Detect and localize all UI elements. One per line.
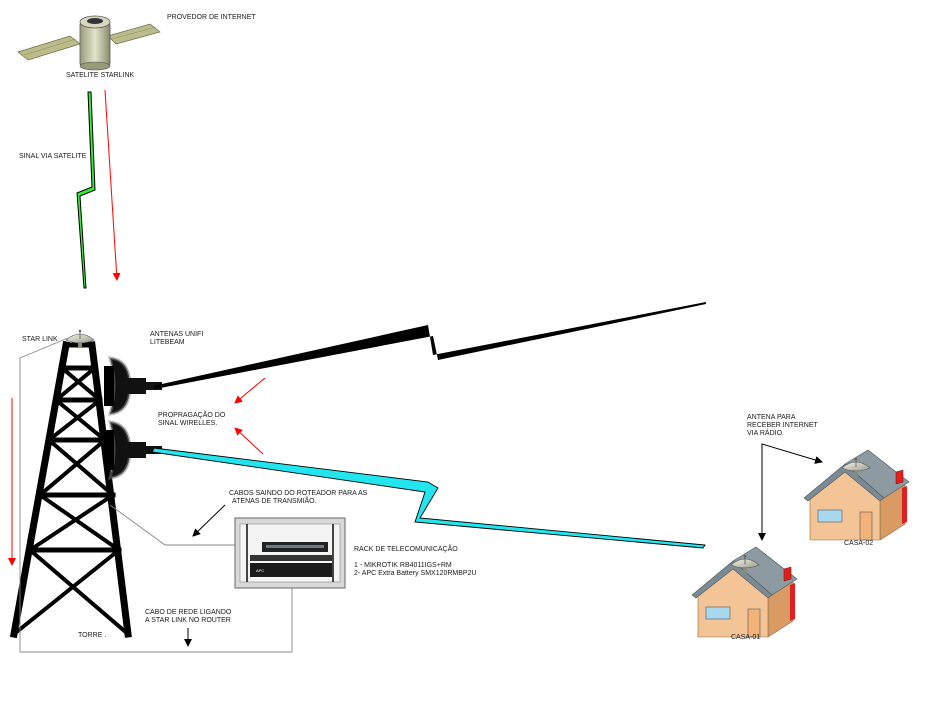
satellite-label: SATELITE STARLINK: [66, 72, 135, 79]
uplink-arrow: [104, 89, 121, 281]
network-cable-label-line1: CABO DE REDE LIGANDO: [145, 609, 232, 616]
antennas-label: ANTENAS UNIFI LITEBEAM: [150, 331, 203, 347]
rack-icon: APC: [234, 517, 346, 589]
receive-antenna-label-line2: RECEBER INTERNET: [747, 422, 818, 429]
network-cables: [19, 337, 293, 653]
antennas-label-line2: LITEBEAM: [150, 339, 185, 346]
rack-item-1: 1 - MIKROTIK RB4011IGS+RM: [354, 562, 452, 569]
starlink-label: STAR LINK: [22, 336, 58, 343]
wireless-link-black: [153, 302, 706, 389]
tower-label: TORRE .: [78, 632, 107, 639]
propagation-label-line2: SINAL WIRELLES.: [158, 420, 218, 427]
rack-items-label: 1 - MIKROTIK RB4011IGS+RM 2- APC Extra B…: [354, 562, 477, 578]
receive-antenna-label-line3: VIA RÁDIO.: [747, 430, 784, 437]
signal-label: SINAL VIA SATELITE: [19, 153, 87, 160]
cables-label: CABOS SAINDO DO ROTEADOR PARA AS ATENAS …: [229, 490, 367, 506]
tower-icon: [9, 340, 132, 639]
receive-antenna-label-line1: ANTENA PARA: [747, 414, 796, 421]
propagation-arrow-down: [234, 427, 264, 455]
cables-arrow: [192, 504, 226, 537]
rack-title-label: RACK DE TELECOMUNICAÇÃO: [354, 546, 458, 553]
network-cable-label-line2: A STAR LINK NO ROUTER: [145, 617, 231, 624]
cables-label-line1: CABOS SAINDO DO ROTEADOR PARA AS: [229, 490, 368, 497]
antennas-label-line1: ANTENAS UNIFI: [150, 331, 204, 338]
satellite-signal-link: [76, 91, 96, 289]
propagation-label: PROPRAGAÇÃO DO SINAL WIRELLES.: [158, 412, 225, 428]
house-1-label: CASA-01: [731, 634, 761, 641]
house-2-label: CASA-02: [844, 540, 874, 547]
cables-label-line2: ATENAS DE TRANSMIÃO.: [232, 498, 317, 505]
receive-antenna-arrow: [761, 443, 823, 478]
propagation-label-line1: PROPRAGAÇÃO DO: [158, 412, 226, 419]
apc-badge: APC: [256, 568, 264, 573]
propagation-arrow-up: [234, 377, 266, 404]
satellite-icon: [17, 15, 161, 71]
wireless-link-cyan: [151, 447, 706, 549]
provider-label: PROVEDOR DE INTERNET: [167, 14, 256, 21]
rack-item-2: 2- APC Extra Battery SMX120RMBP2U: [354, 570, 477, 577]
receive-antenna-label: ANTENA PARA RECEBER INTERNET VIA RÁDIO.: [747, 414, 818, 438]
network-cable-label: CABO DE REDE LIGANDO A STAR LINK NO ROUT…: [145, 609, 231, 625]
